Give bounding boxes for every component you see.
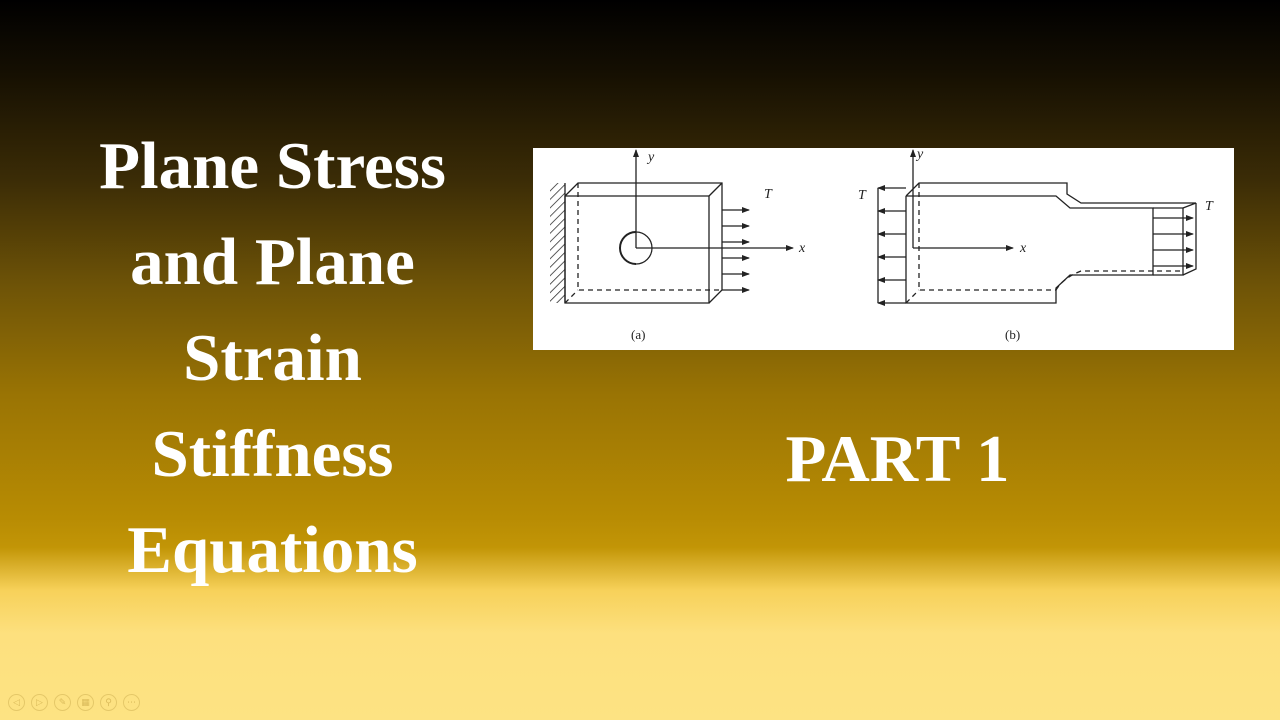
caption-a: (a) — [631, 327, 645, 342]
specimen-hidden-corner — [905, 289, 920, 304]
stress-diagram-svg: y x T (a) y — [550, 148, 1214, 342]
title-line: and Plane — [130, 225, 415, 299]
title-line: Stiffness — [151, 417, 394, 491]
specimen-hidden-taper — [1055, 270, 1183, 291]
slideshow-nav-bar: ◁ ▷ ✎ ▦ ⚲ ⋯ — [8, 694, 140, 714]
axis-label-y: y — [646, 150, 655, 165]
specimen-hidden-edges — [918, 183, 1056, 291]
plate-front-face — [564, 195, 710, 304]
axis-label-x: x — [798, 241, 806, 256]
specimen-front-face — [905, 195, 1154, 304]
title-line: Strain — [183, 321, 362, 395]
axis-label-y: y — [915, 148, 924, 162]
panel-b — [877, 149, 1197, 306]
plate-top-depth — [564, 182, 723, 304]
axis-label-x: x — [1019, 241, 1027, 256]
panel-a — [550, 149, 794, 304]
fixed-support-hatch — [550, 183, 565, 303]
zoom-icon[interactable]: ⚲ — [100, 694, 117, 711]
plate-hidden-edges — [577, 183, 722, 291]
slide-title: Plane Stress and Plane Strain Stiffness … — [40, 118, 505, 598]
title-line: Plane Stress — [99, 129, 446, 203]
part-label: PART 1 — [785, 422, 1010, 496]
load-label-right: T — [1205, 199, 1214, 214]
pen-icon[interactable]: ✎ — [54, 694, 71, 711]
stress-diagram-figure: y x T (a) y — [533, 148, 1234, 350]
plate-hidden-corner — [564, 289, 579, 304]
specimen-right-depth — [1182, 203, 1197, 276]
previous-slide-icon[interactable]: ◁ — [8, 694, 25, 711]
next-slide-icon[interactable]: ▷ — [31, 694, 48, 711]
caption-b: (b) — [1005, 327, 1020, 342]
slides-grid-icon[interactable]: ▦ — [77, 694, 94, 711]
load-label: T — [764, 187, 773, 202]
plate-corner-edge — [708, 182, 723, 197]
hole-inner-edge — [619, 231, 637, 265]
title-line: Equations — [127, 513, 418, 587]
load-label-left: T — [858, 188, 867, 203]
more-options-icon[interactable]: ⋯ — [123, 694, 140, 711]
specimen-end-face — [1153, 207, 1184, 276]
